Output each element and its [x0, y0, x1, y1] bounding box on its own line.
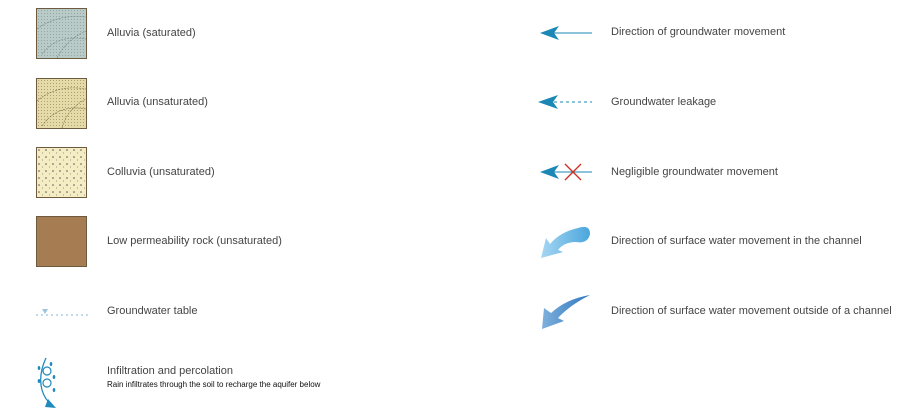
legend-label-groundwater-table: Groundwater table [107, 305, 198, 317]
legend-label-alluvia-unsaturated: Alluvia (unsaturated) [107, 96, 208, 108]
groundwater-table-icon [36, 309, 88, 316]
dashed-arrow-left-icon [538, 95, 592, 109]
legend-label-colluvia: Colluvia (unsaturated) [107, 166, 215, 178]
legend-label-surface-water-outside: Direction of surface water movement outs… [611, 305, 892, 317]
legend-label-rock: Low permeability rock (unsaturated) [107, 235, 282, 247]
alluvia-saturated-swatch [36, 8, 87, 59]
legend-label-surface-water-channel: Direction of surface water movement in t… [611, 235, 862, 247]
solid-arrow-left-icon [540, 26, 592, 40]
curved-arrow-channel-icon [541, 226, 590, 258]
legend-label-groundwater-leakage: Groundwater leakage [611, 96, 717, 108]
alluvia-unsaturated-swatch [36, 78, 87, 129]
colluvia-unsaturated-swatch [36, 147, 87, 198]
legend-sublabel-infiltration: Rain infiltrates through the soil to rec… [107, 380, 321, 389]
curved-arrow-outside-icon [542, 295, 590, 329]
legend-label-groundwater-movement: Direction of groundwater movement [611, 26, 786, 38]
rock-swatch [36, 216, 87, 267]
legend-label-infiltration: Infiltration and percolation [107, 365, 233, 377]
crossed-arrow-left-icon [540, 163, 592, 181]
infiltration-icon [37, 357, 56, 408]
legend-label-negligible-movement: Negligible groundwater movement [611, 166, 778, 178]
legend-label-alluvia-saturated: Alluvia (saturated) [107, 27, 196, 39]
